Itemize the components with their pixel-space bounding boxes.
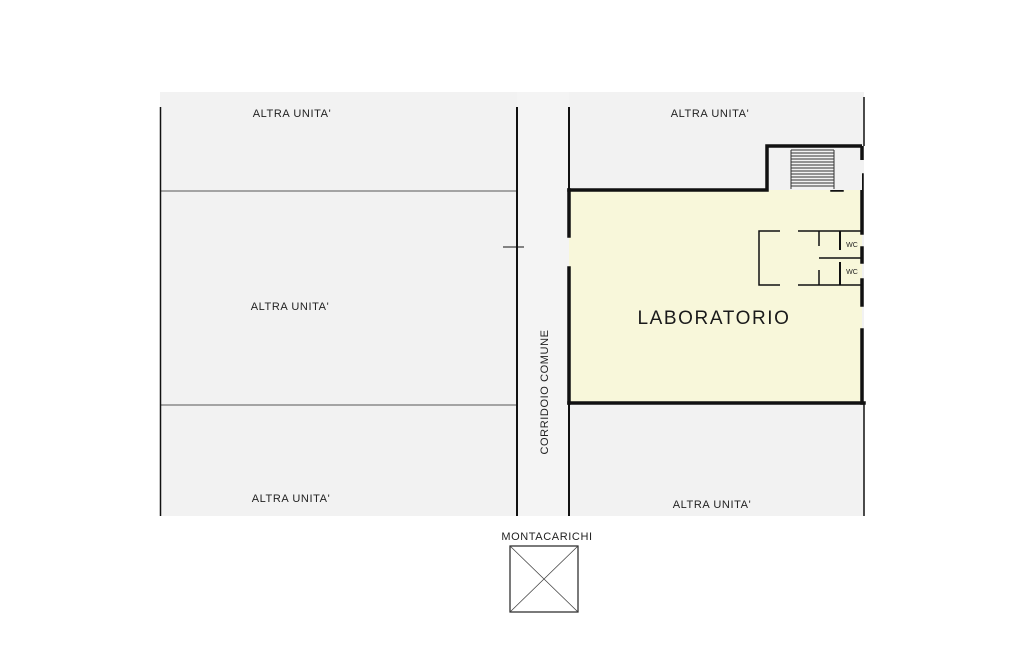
corridor-fill — [517, 92, 569, 516]
unit-label-top-left: ALTRA UNITA' — [253, 108, 332, 120]
montacarichi-cross-b — [509, 545, 579, 613]
wc-label-upper: WC — [846, 242, 858, 249]
wc-outer-partition — [758, 230, 780, 286]
staircase — [765, 144, 864, 190]
wc-label-lower: WC — [846, 269, 858, 276]
unit-label-top-right: ALTRA UNITA' — [671, 108, 750, 120]
montacarichi-label: MONTACARICHI — [501, 531, 592, 543]
laboratorio-fill — [569, 190, 862, 403]
corridor-label: CORRIDOIO COMUNE — [539, 329, 551, 454]
stair-steps — [790, 149, 835, 189]
left-units-fill — [160, 92, 517, 516]
wc-block — [758, 230, 862, 286]
montacarichi: MONTACARICHI — [501, 531, 592, 613]
laboratorio-label: LABORATORIO — [637, 308, 790, 329]
partition-lines — [160, 190, 517, 406]
unit-label-bottom-left: ALTRA UNITA' — [252, 493, 331, 505]
stair-walls — [765, 144, 862, 190]
unit-label-middle-left: ALTRA UNITA' — [251, 301, 330, 313]
unit-label-bottom-right: ALTRA UNITA' — [673, 499, 752, 511]
